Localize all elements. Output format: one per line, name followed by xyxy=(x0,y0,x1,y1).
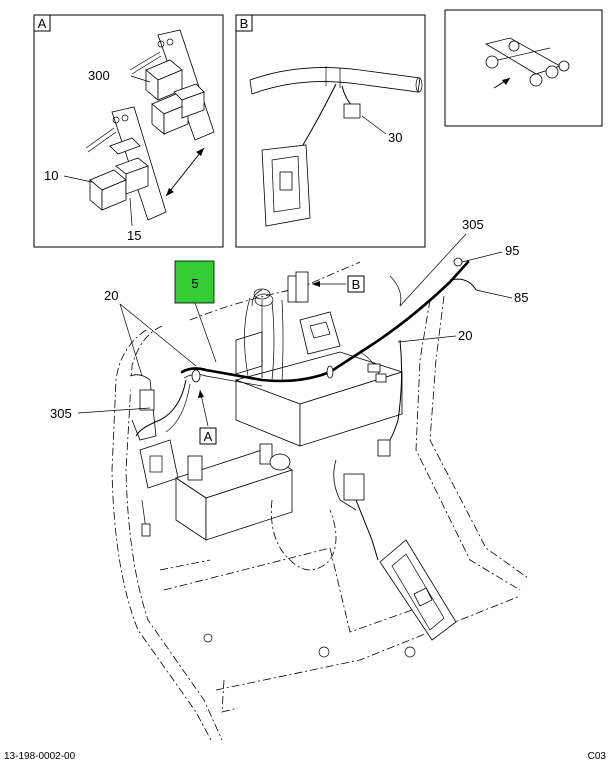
callout-10: 10 xyxy=(44,168,58,183)
main-harness xyxy=(180,260,470,383)
cab-interior-view xyxy=(111,257,529,743)
callout-305-top: 305 xyxy=(462,217,484,232)
inset-b-letter: B xyxy=(240,16,249,31)
callout-30: 30 xyxy=(388,130,402,145)
callout-300: 300 xyxy=(88,68,110,83)
inset-b-letter-box xyxy=(235,14,253,32)
leader-20-b xyxy=(119,303,197,367)
inset-b-frame xyxy=(235,14,426,248)
bracket xyxy=(299,311,341,355)
callout-95: 95 xyxy=(505,243,519,258)
callout-20-left: 20 xyxy=(104,288,118,303)
double-arrow-icon xyxy=(165,147,205,197)
view-marker-b-letter: B xyxy=(352,277,361,292)
highlight-box xyxy=(174,260,215,304)
view-marker-a: A xyxy=(198,389,217,445)
callout-305-left: 305 xyxy=(50,406,72,421)
floor-front-edge xyxy=(215,595,521,691)
callout-5: 5 xyxy=(191,276,198,291)
callout-15: 15 xyxy=(127,228,141,243)
callout-85: 85 xyxy=(514,290,528,305)
connector-95 xyxy=(453,257,463,267)
front-wheel-icon xyxy=(485,55,499,69)
highlighted-callout-5: 5 xyxy=(174,260,217,363)
sheet-code: C03 xyxy=(588,751,607,761)
inset-b: B 30 xyxy=(235,14,426,248)
view-marker-b: B xyxy=(312,275,365,293)
view-marker-a-letter: A xyxy=(204,429,213,444)
accelerator-pedal xyxy=(333,459,457,641)
upper-relay-assembly xyxy=(129,29,215,141)
left-switch-panel xyxy=(129,374,191,537)
cab-left-outline xyxy=(125,325,223,741)
inset-a-letter: A xyxy=(38,16,47,31)
harness-tube xyxy=(249,67,421,95)
inset-a: A xyxy=(33,14,224,248)
callout-20-right: 20 xyxy=(458,328,472,343)
inset-a-frame xyxy=(33,14,224,248)
leader-20-a xyxy=(119,303,143,377)
locator-frame xyxy=(444,9,603,127)
cab-right-outline xyxy=(415,299,521,591)
inset-a-letter-box xyxy=(33,14,51,32)
locator-inset xyxy=(444,9,603,127)
connector-30 xyxy=(343,103,361,119)
dash-box xyxy=(234,311,404,447)
cab-top-outline xyxy=(189,261,361,321)
lower-relay-assembly xyxy=(85,106,167,221)
relay-stack-b xyxy=(251,271,309,307)
drawing-number: 13-198-0002-00 xyxy=(4,751,76,761)
center-module xyxy=(175,443,293,541)
